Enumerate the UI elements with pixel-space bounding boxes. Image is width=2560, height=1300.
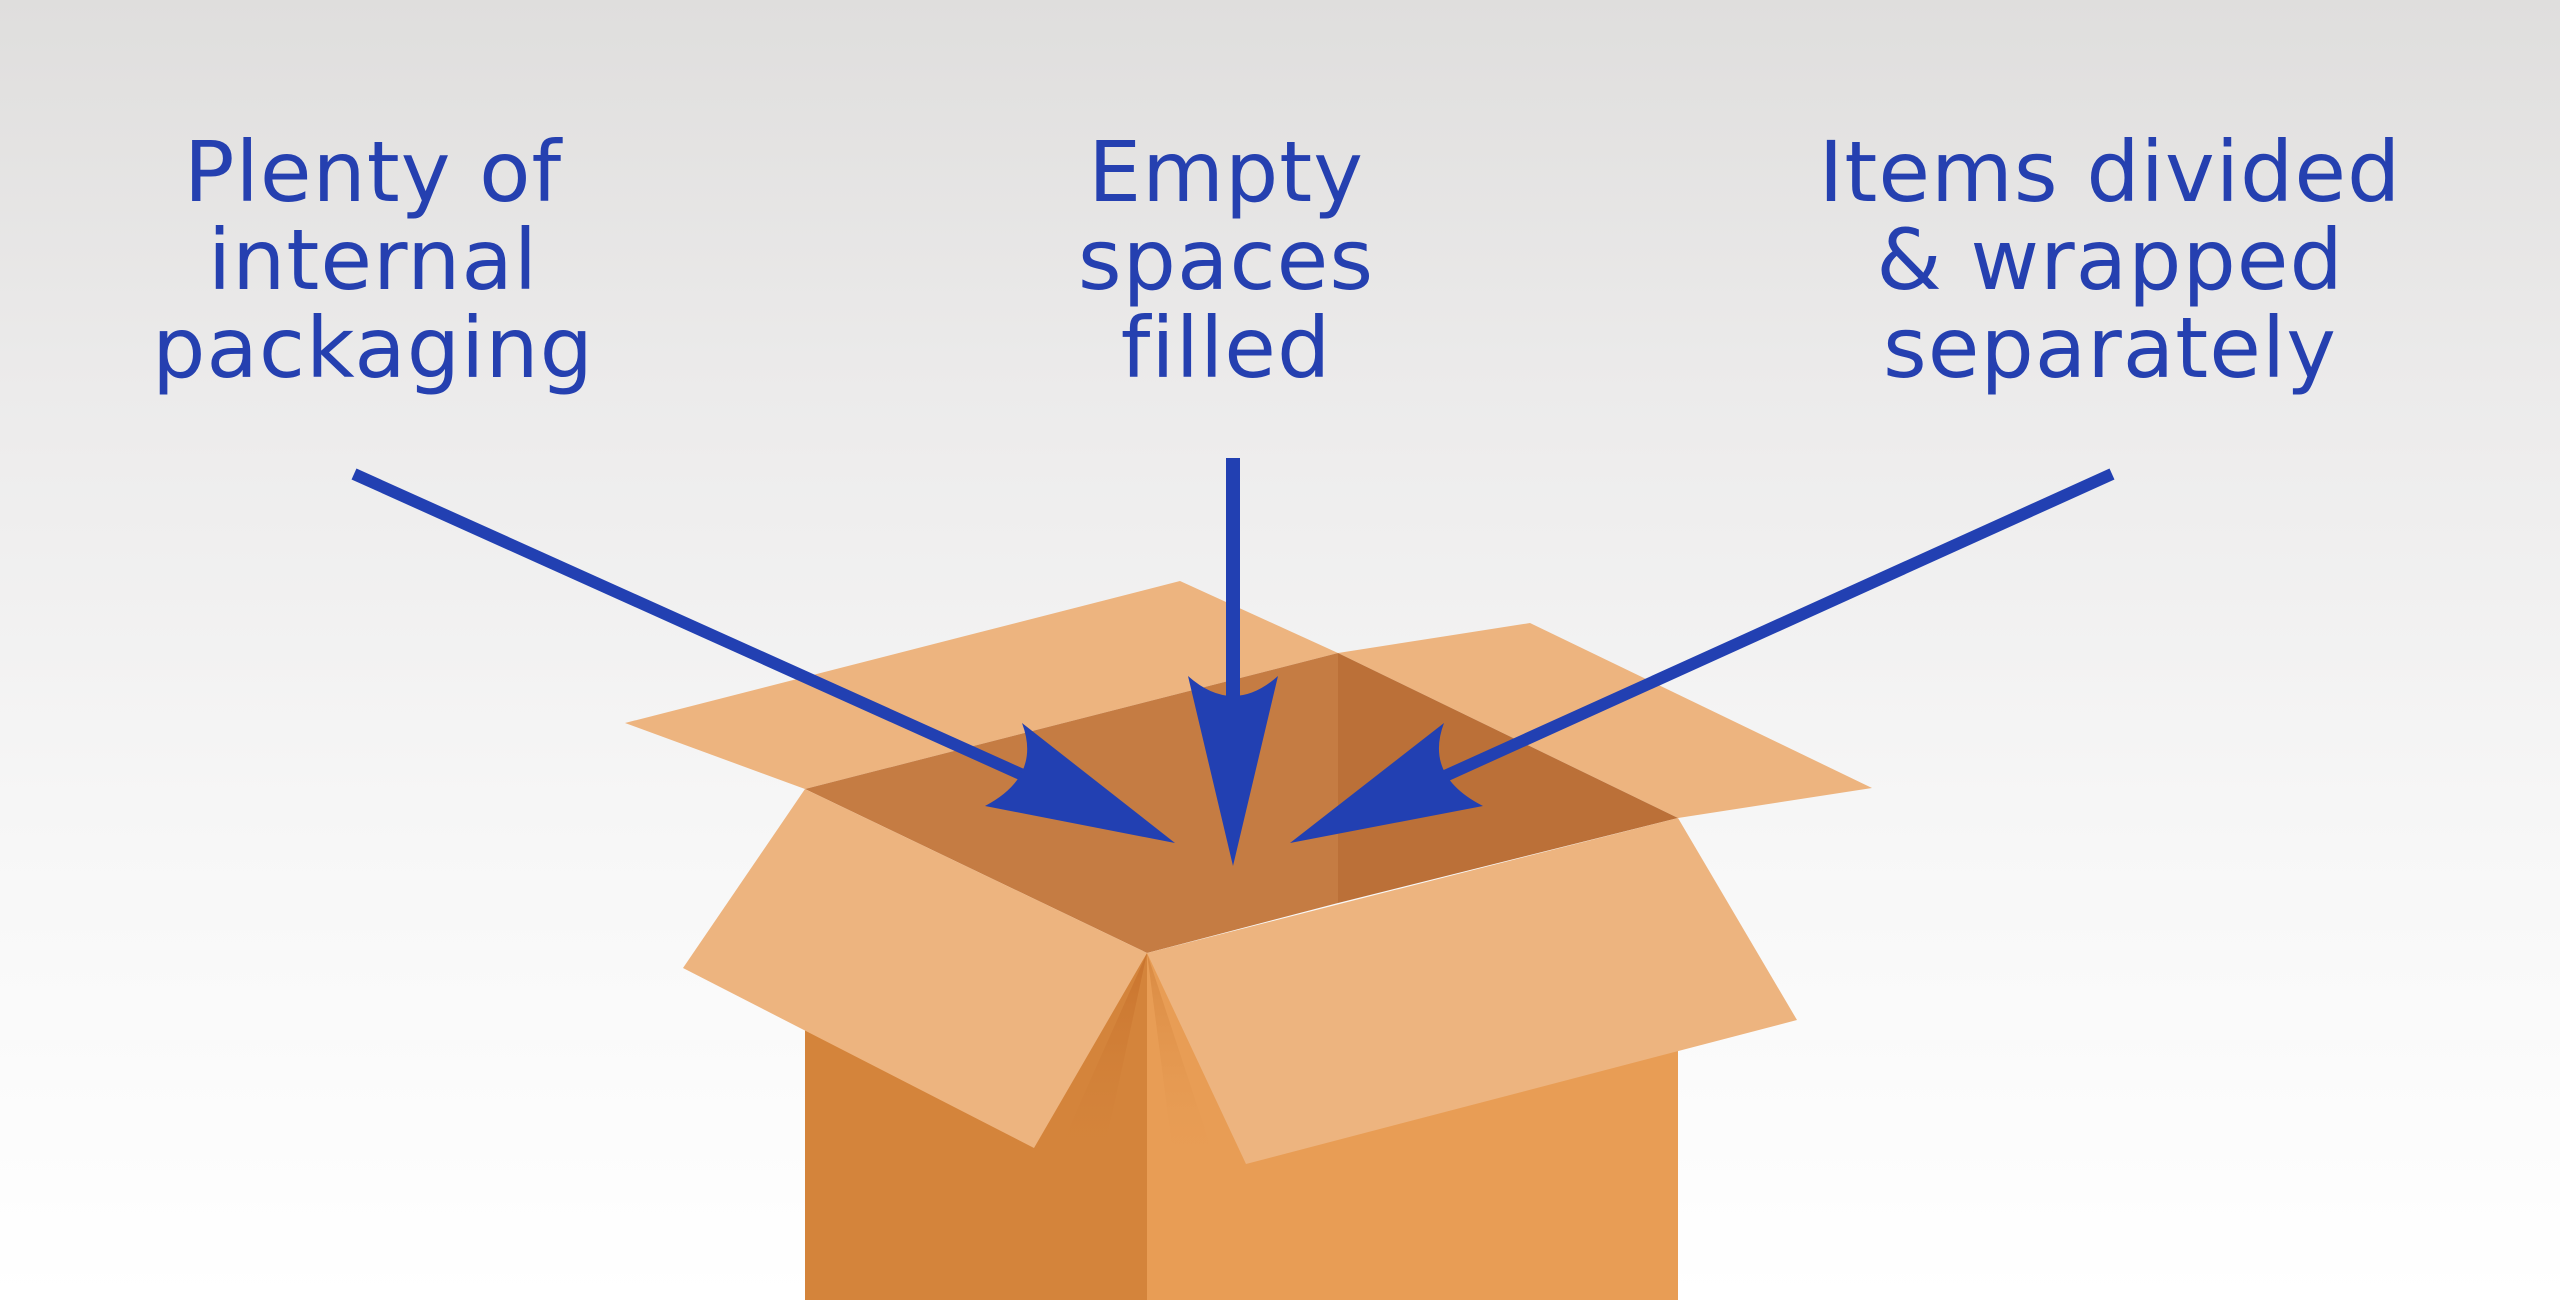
arrow-left-shaft bbox=[351, 468, 1028, 782]
label-left-line-1: Plenty of bbox=[183, 123, 563, 221]
box-back-right-flap bbox=[1338, 623, 1872, 818]
label-right-line-3: separately bbox=[1883, 299, 2337, 397]
label-middle-line-3: filled bbox=[1120, 299, 1332, 397]
label-middle-line-1: Empty bbox=[1088, 123, 1364, 221]
box-crease-right-shadow bbox=[1147, 953, 1215, 1170]
box-front-right-flap bbox=[1147, 818, 1797, 1164]
box-front-left-flap bbox=[683, 789, 1147, 1148]
arrow-left-head-icon bbox=[985, 723, 1175, 843]
label-right-line-1: Items divided bbox=[1818, 123, 2402, 221]
label-items-divided-wrapped: Items divided & wrapped separately bbox=[1750, 128, 2470, 392]
label-empty-spaces-filled: Empty spaces filled bbox=[866, 128, 1586, 392]
label-middle-line-2: spaces bbox=[1077, 211, 1375, 309]
label-internal-packaging: Plenty of internal packaging bbox=[13, 128, 733, 392]
box-crease-left-shadow bbox=[1060, 953, 1147, 1170]
arrow-middle-head-icon bbox=[1188, 676, 1278, 866]
box-back-left-flap bbox=[625, 581, 1338, 789]
label-right-line-2: & wrapped bbox=[1876, 211, 2344, 309]
arrow-right-head-icon bbox=[1290, 723, 1483, 843]
box-inside-right-wall bbox=[1338, 653, 1678, 903]
label-left-line-3: packaging bbox=[152, 299, 594, 397]
arrow-right-shaft bbox=[1442, 468, 2115, 782]
label-left-line-2: internal bbox=[207, 211, 539, 309]
